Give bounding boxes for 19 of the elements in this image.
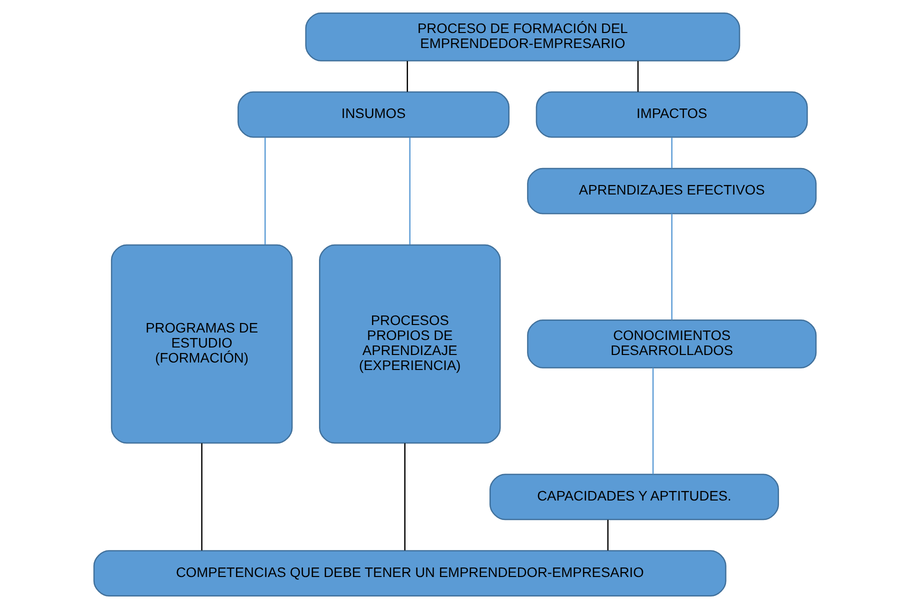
- node-box: PROCESOS PROPIOS DE APRENDIZAJE (EXPERIENCIA): [319, 244, 501, 444]
- node-box: PROCESO DE FORMACIÓN DEL EMPRENDEDOR-EMPRESARIO: [305, 12, 740, 62]
- node-box: CONOCIMIENTOS DESARROLLADOS: [527, 320, 817, 368]
- node-box: PROGRAMAS DE ESTUDIO (FORMACIÓN): [110, 244, 293, 444]
- node-box: CAPACIDADES Y APTITUDES.: [489, 474, 780, 520]
- connector: [671, 138, 672, 168]
- node-box: INSUMOS: [238, 91, 510, 138]
- connector: [409, 137, 410, 244]
- connector: [404, 443, 406, 550]
- connector: [406, 61, 408, 92]
- node-box: COMPETENCIAS QUE DEBE TENER UN EMPRENDEDOR-EMPRESARIO: [93, 550, 726, 597]
- node-box: IMPACTOS: [536, 91, 808, 138]
- connector: [264, 137, 266, 244]
- connector: [637, 61, 639, 92]
- connector: [671, 214, 672, 320]
- connector: [652, 368, 654, 474]
- connector: [201, 443, 202, 550]
- connector: [607, 520, 609, 550]
- node-box: APRENDIZAJES EFECTIVOS: [527, 168, 817, 214]
